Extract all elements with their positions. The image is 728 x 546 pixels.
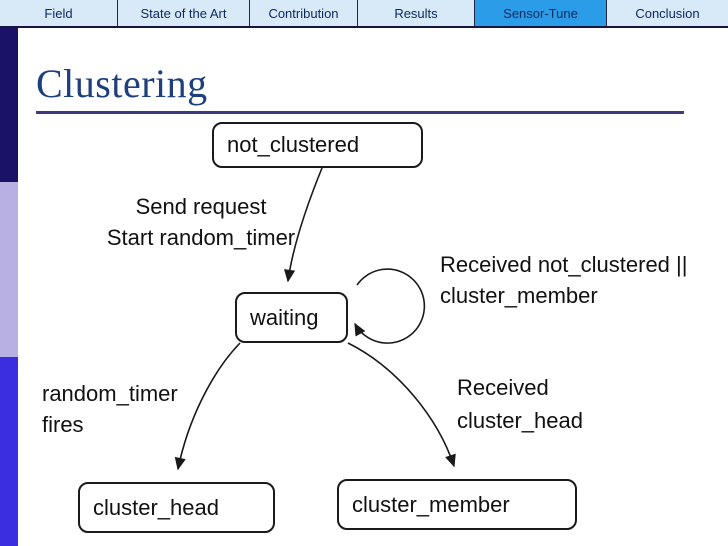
transition-label-received-cluster-head: Received cluster_head [457, 371, 583, 437]
slide-title: Clustering [36, 61, 208, 106]
label-line: cluster_member [440, 283, 598, 308]
transition-arrow-waiting-self-loop [354, 268, 426, 344]
tab-sensor-tune[interactable]: Sensor-Tune [475, 0, 607, 26]
label-line: fires [42, 412, 84, 437]
title-underline [36, 111, 684, 114]
transition-label-self-loop: Received not_clustered || cluster_member [440, 249, 687, 311]
label-line: Start random_timer [106, 225, 296, 250]
tab-contribution[interactable]: Contribution [250, 0, 358, 26]
label-line: Received not_clustered || [440, 252, 688, 277]
state-not-clustered: not_clustered [212, 122, 423, 168]
sidebar-accent-middle [0, 182, 18, 357]
sidebar-accent-bottom [0, 357, 18, 546]
transition-label-random-timer-fires: random_timer fires [42, 378, 178, 440]
transition-arrow-waiting-to-clusterhead [174, 342, 241, 471]
transition-arrow-waiting-to-clustermember [347, 342, 456, 468]
presentation-nav-bar: Field State of the Art Contribution Resu… [0, 0, 728, 28]
transition-label-send-request: Send request Start random_timer [85, 191, 317, 253]
label-line: cluster_head [457, 408, 583, 433]
state-cluster-member: cluster_member [337, 479, 577, 530]
label-line: random_timer [42, 381, 178, 406]
state-cluster-head: cluster_head [78, 482, 275, 533]
label-line: Send request [135, 194, 267, 219]
tab-conclusion[interactable]: Conclusion [635, 5, 700, 21]
label-line: Received [457, 375, 549, 400]
tab-results[interactable]: Results [358, 0, 475, 26]
tab-field[interactable]: Field [0, 0, 118, 26]
sidebar-accent-top [0, 28, 18, 182]
tab-state-of-the-art[interactable]: State of the Art [118, 0, 250, 26]
state-waiting: waiting [235, 292, 348, 343]
